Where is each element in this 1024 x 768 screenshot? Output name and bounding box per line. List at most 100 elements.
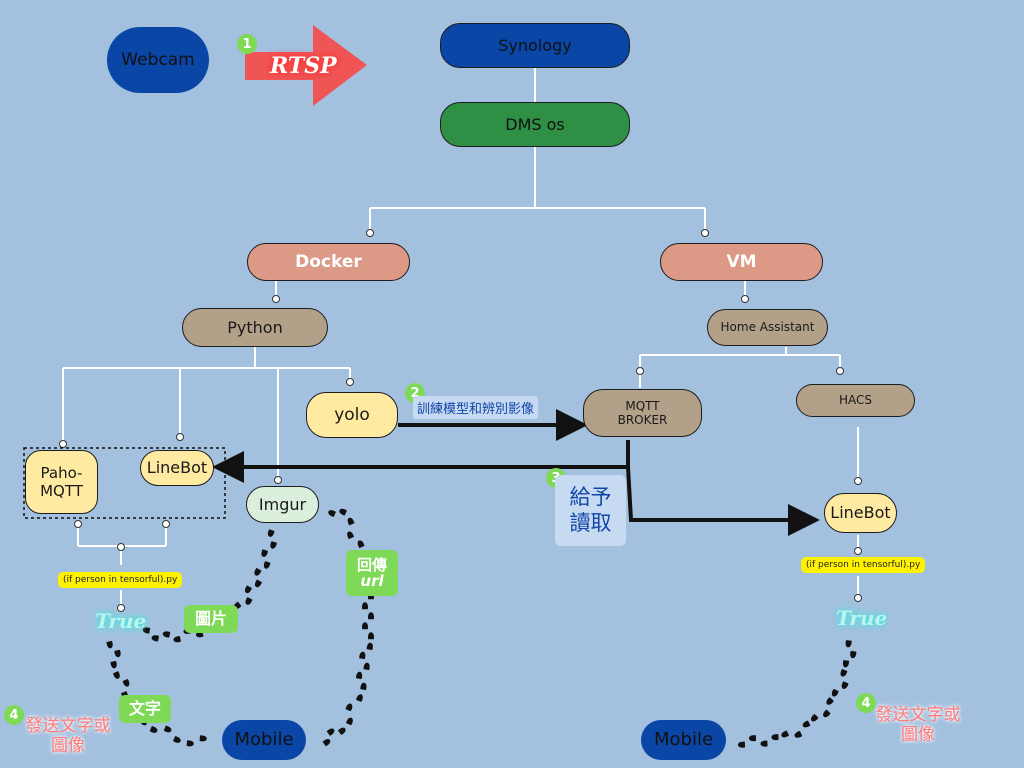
footprint-mark	[186, 740, 195, 747]
step-4-right-line-2: 圖像	[901, 725, 935, 746]
footprint-mark	[366, 642, 374, 651]
footprint-mark	[322, 737, 332, 747]
footprint-mark	[801, 720, 811, 729]
home-assistant-node: Home Assistant	[707, 309, 828, 346]
condition-label-left: (if person in tensorful).py	[58, 572, 183, 588]
condition-label-right: (if person in tensorful).py	[801, 557, 926, 573]
step-3-label-2: 讀取	[569, 510, 612, 535]
footprint-mark	[809, 713, 819, 723]
linebot-left-node: LineBot	[140, 450, 214, 486]
vm-node: VM	[660, 243, 823, 281]
footprint-mark	[106, 640, 114, 649]
footprint-mark	[243, 585, 253, 595]
footprint-mark	[326, 727, 336, 736]
footprint-mark	[748, 735, 757, 742]
footprint-mark	[760, 740, 768, 747]
footprint-mark	[360, 682, 368, 691]
footprint-mark	[821, 709, 831, 719]
footprint-mark	[172, 735, 182, 745]
footprint-mark	[337, 726, 347, 736]
mqtt-linebot-group-frame	[23, 447, 226, 519]
synology-node: Synology	[440, 23, 630, 68]
footprint-mark	[122, 678, 131, 688]
footprint-mark	[244, 596, 253, 606]
footprint-mark	[345, 530, 355, 540]
footprint-mark	[149, 725, 159, 735]
footprint-mark	[771, 734, 779, 741]
footprint-mark	[110, 660, 118, 669]
footprint-mark	[355, 693, 365, 703]
footprint-mark	[737, 741, 746, 748]
footprint-mark	[346, 516, 355, 526]
footprint-mark	[839, 668, 848, 678]
footprint-mark	[824, 697, 834, 707]
footprint-mark	[355, 671, 363, 680]
python-node: Python	[182, 308, 328, 347]
footprint-mark	[345, 702, 354, 712]
footprint-mark	[172, 635, 182, 644]
footprint-mark	[842, 660, 850, 668]
footprint-mark	[327, 508, 337, 518]
mobile-left-node: Mobile	[222, 720, 306, 760]
footprint-mark	[840, 681, 849, 690]
paho-label-1: Paho-	[40, 464, 83, 482]
footprint-mark	[849, 650, 857, 659]
mqtt-broker-label-2: BROKER	[617, 413, 668, 427]
yolo-node: yolo	[306, 392, 398, 438]
flow-arrows	[212, 409, 820, 536]
footprint-mark	[269, 541, 278, 550]
image-tag: 圖片	[184, 605, 238, 633]
step-4-label-left: 發送文字或 圖像	[18, 716, 118, 757]
step-4-badge-right: 4	[856, 693, 876, 713]
step-3-label-1: 給予	[569, 485, 612, 510]
footprint-mark	[114, 649, 122, 658]
step-4-left-line-2: 圖像	[51, 736, 85, 757]
step-2-label: 訓練模型和辨別影像	[413, 396, 539, 419]
footprint-mark	[266, 529, 275, 538]
footprint-mark	[359, 651, 367, 660]
footprint-mark	[356, 539, 365, 549]
footprint-mark	[253, 567, 262, 577]
step-1-badge: 1	[237, 34, 257, 54]
footprint-mark	[362, 602, 368, 610]
footprint-mark	[345, 716, 355, 726]
paho-label-2: MQTT	[40, 482, 83, 500]
footprint-mark	[362, 622, 368, 630]
mobile-right-node: Mobile	[641, 720, 726, 760]
footprint-mark	[338, 507, 348, 516]
step-4-right-line-1: 發送文字或	[875, 705, 961, 725]
footprint-mark	[199, 735, 208, 742]
webcam-node: Webcam	[107, 27, 209, 93]
mqtt-broker-label-1: MQTT	[625, 398, 660, 413]
connector-dots	[59, 229, 862, 612]
step-4-left-line-1: 發送文字或	[25, 716, 111, 736]
step-3-label: 給予 讀取	[555, 475, 626, 546]
true-label-left: True	[95, 609, 147, 633]
rtsp-arrow	[245, 25, 367, 106]
trail-true-to-text	[106, 640, 208, 747]
footprint-mark	[162, 630, 171, 638]
dms-os-node: DMS os	[440, 102, 630, 147]
step-4-label-right: 發送文字或 圖像	[868, 705, 968, 746]
footprint-mark	[112, 671, 122, 680]
true-label-right: True	[836, 606, 888, 630]
footprint-mark	[151, 634, 160, 642]
step-4-badge-left: 4	[4, 705, 24, 725]
footprint-mark	[163, 725, 173, 734]
footprint-mark	[368, 632, 374, 640]
footprint-mark	[262, 561, 271, 570]
return-tag-label-1: 回傳	[356, 555, 387, 574]
text-tag: 文字	[119, 695, 171, 723]
footprint-mark	[363, 662, 371, 671]
docker-node: Docker	[247, 243, 410, 281]
paho-mqtt-node: Paho- MQTT	[25, 450, 98, 514]
trail-true-to-mobile-right	[737, 640, 857, 748]
footprint-mark	[793, 730, 803, 740]
rtsp-label: RTSP	[270, 53, 337, 79]
footprint-mark	[260, 549, 269, 558]
imgur-node: Imgur	[246, 486, 319, 523]
linebot-right-node: LineBot	[824, 493, 897, 533]
footprint-mark	[780, 730, 790, 739]
